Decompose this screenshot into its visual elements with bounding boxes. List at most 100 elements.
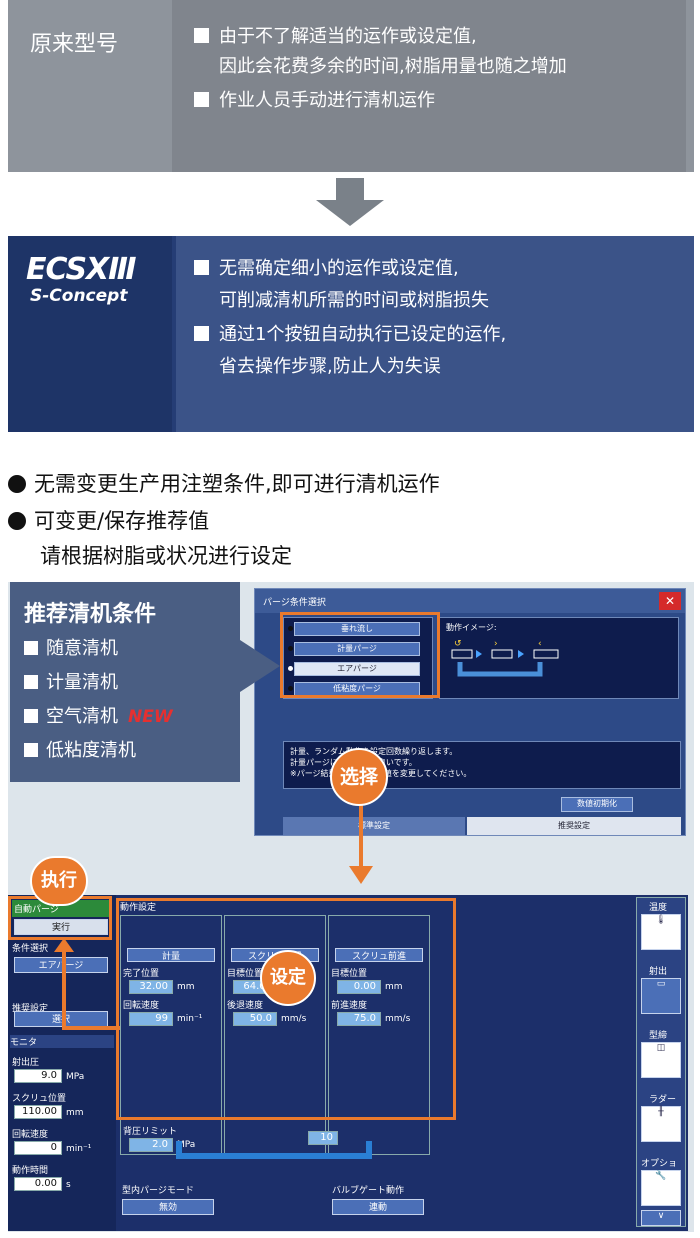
exec-arrow-icon: [54, 938, 74, 952]
new-item-1: 无需确定细小的运作或设定值,: [194, 254, 459, 284]
close-icon[interactable]: ✕: [659, 592, 681, 610]
col-2-l2: 後退速度: [227, 1001, 264, 1011]
back-pressure-value[interactable]: 2.0: [129, 1138, 173, 1152]
mon-label-1: 射出圧: [12, 1058, 40, 1068]
tab-recommended[interactable]: 推奨設定: [467, 817, 681, 835]
injection-icon[interactable]: ▭: [641, 978, 681, 1014]
col-1-v1[interactable]: 32.00: [129, 980, 173, 994]
rec-setting-title: 推奨設定: [12, 1004, 49, 1014]
auto-purge-title: 自動パージ: [12, 900, 112, 917]
purge-btn-air[interactable]: エアパージ: [294, 662, 420, 676]
old-label: 原来型号: [30, 32, 119, 57]
mon-label-2: スクリュ位置: [12, 1094, 67, 1104]
back-pressure-unit: MPa: [177, 1140, 196, 1150]
new-item-2b: 省去操作步骤,防止人为失误: [219, 356, 441, 377]
exec-connector: [62, 950, 66, 1030]
col-metering: 計量 完了位置 32.00 mm 回転速度 99 min⁻¹ 背圧リミット 2.…: [120, 915, 222, 1155]
execute-button[interactable]: 実行: [14, 919, 108, 935]
rec-select-button[interactable]: 選択: [14, 1011, 108, 1027]
valve-gate-button[interactable]: 連動: [332, 1199, 424, 1215]
col-3-v2[interactable]: 75.0: [337, 1012, 381, 1026]
new-model-panel: ECSXⅢ S-Concept 无需确定细小的运作或设定值, 可削减清机所需的时…: [8, 236, 694, 432]
col-3-l2: 前進速度: [331, 1001, 368, 1011]
col-1-u2: min⁻¹: [177, 1014, 203, 1024]
old-body: 由于不了解适当的运作或设定值, 因此会花费多余的时间,树脂用量也随之增加 作业人…: [172, 0, 686, 172]
side-inject-label: 射出: [649, 967, 668, 977]
mon-label-3: 回転速度: [12, 1130, 49, 1140]
col-1-l1: 完了位置: [123, 969, 160, 979]
op-setting-title: 動作設定: [120, 903, 157, 913]
badge-set: 设定: [260, 950, 316, 1006]
connector-line: [359, 750, 363, 868]
mon-unit-3: min⁻¹: [66, 1144, 92, 1154]
rec-item-2: 计量清机: [24, 668, 118, 694]
side-clamp-label: 型締: [649, 1031, 668, 1041]
condition-button[interactable]: エアパージ: [14, 957, 108, 973]
svg-text:›: ›: [494, 639, 498, 649]
col-1-u1: mm: [177, 982, 195, 992]
connector-arrow-icon: [349, 866, 373, 884]
col-screw-forward: スクリュ前進 目標位置 0.00 mm 前進速度 75.0 mm/s: [328, 915, 430, 1155]
machine-screen: 自動パージ 実行 条件選択 エアパージ 推奨設定 選択 モニタ 射出圧 9.0 …: [8, 895, 688, 1231]
svg-text:‹: ‹: [538, 639, 542, 649]
bullet-2: 可变更/保存推荐值: [8, 505, 209, 535]
cond-select-title: 条件選択: [12, 944, 49, 954]
mon-value-1: 9.0: [14, 1069, 62, 1083]
ecsx-logo: ECSXⅢ: [26, 252, 137, 287]
repeat-loop-icon: [176, 1141, 372, 1159]
mon-unit-2: mm: [66, 1108, 84, 1118]
col-1-l2: 回転速度: [123, 1001, 160, 1011]
mon-value-2: 110.00: [14, 1105, 62, 1119]
side-menu: 温度 🌡 射出 ▭ 型締 ◫ ラダー ╫ オプション 🔧 ∨: [636, 897, 686, 1227]
mold-purge-button[interactable]: 無効: [122, 1199, 214, 1215]
down-arrow-icon: [316, 178, 384, 226]
mon-value-3: 0: [14, 1141, 62, 1155]
wrench-icon[interactable]: 🔧: [641, 1170, 681, 1206]
rec-pointer: [240, 640, 280, 692]
new-item-1b: 可削减清机所需的时间或树脂损失: [219, 290, 489, 311]
col-3-u2: mm/s: [385, 1014, 411, 1024]
bullet-2-sub: 请根据树脂或状况进行设定: [40, 544, 292, 568]
monitor-title: モニタ: [10, 1035, 114, 1048]
clamp-icon[interactable]: ◫: [641, 1042, 681, 1078]
col-2-l1: 目標位置: [227, 969, 264, 979]
col-2-v2[interactable]: 50.0: [233, 1012, 277, 1026]
purge-condition-dialog: パージ条件選択 ✕ 垂れ流し 計量パージ エアパージ 低粘度パージ 動作イメージ…: [254, 588, 686, 836]
dialog-title: パージ条件選択: [255, 589, 685, 613]
repeat-count[interactable]: 10: [308, 1131, 338, 1145]
scroll-down-icon[interactable]: ∨: [641, 1210, 681, 1226]
mon-label-4: 動作時間: [12, 1166, 49, 1176]
mon-unit-1: MPa: [66, 1072, 85, 1082]
side-ladder-label: ラダー: [649, 1095, 677, 1105]
svg-text:↺: ↺: [454, 639, 462, 649]
col-3-l1: 目標位置: [331, 969, 368, 979]
col-3-u1: mm: [385, 982, 403, 992]
reset-values-button[interactable]: 数値初期化: [561, 797, 633, 812]
rec-item-4: 低粘度清机: [24, 736, 136, 762]
mon-unit-4: s: [66, 1180, 71, 1190]
col-1-v2[interactable]: 99: [129, 1012, 173, 1026]
new-tag: NEW: [128, 707, 173, 727]
side-temp-label: 温度: [649, 903, 668, 913]
new-body: 无需确定细小的运作或设定值, 可削减清机所需的时间或树脂损失 通过1个按钮自动执…: [176, 236, 694, 432]
old-item-1: 由于不了解适当的运作或设定值,: [194, 22, 477, 52]
col-1-name: 計量: [127, 948, 215, 962]
col-3-v1[interactable]: 0.00: [337, 980, 381, 994]
col-3-name: スクリュ前進: [335, 948, 423, 962]
rec-title: 推荐清机条件: [24, 602, 157, 627]
badge-exec: 执行: [30, 856, 88, 906]
valve-gate-label: バルブゲート動作: [332, 1186, 405, 1196]
badge-select: 选择: [330, 748, 388, 806]
purge-btn-metering[interactable]: 計量パージ: [294, 642, 420, 656]
old-model-panel: 原来型号 由于不了解适当的运作或设定值, 因此会花费多余的时间,树脂用量也随之增…: [8, 0, 694, 172]
rec-item-1: 随意清机: [24, 634, 118, 660]
purge-btn-drain[interactable]: 垂れ流し: [294, 622, 420, 636]
s-concept-logo: S-Concept: [30, 286, 128, 306]
tab-standard[interactable]: 標準設定: [283, 817, 465, 835]
old-label-box: 原来型号: [8, 0, 170, 172]
thermometer-icon[interactable]: 🌡: [641, 914, 681, 950]
new-label-box: ECSXⅢ S-Concept: [8, 236, 172, 432]
motion-diagram-icon: ↺ › ‹: [451, 639, 559, 677]
ladder-icon[interactable]: ╫: [641, 1106, 681, 1142]
